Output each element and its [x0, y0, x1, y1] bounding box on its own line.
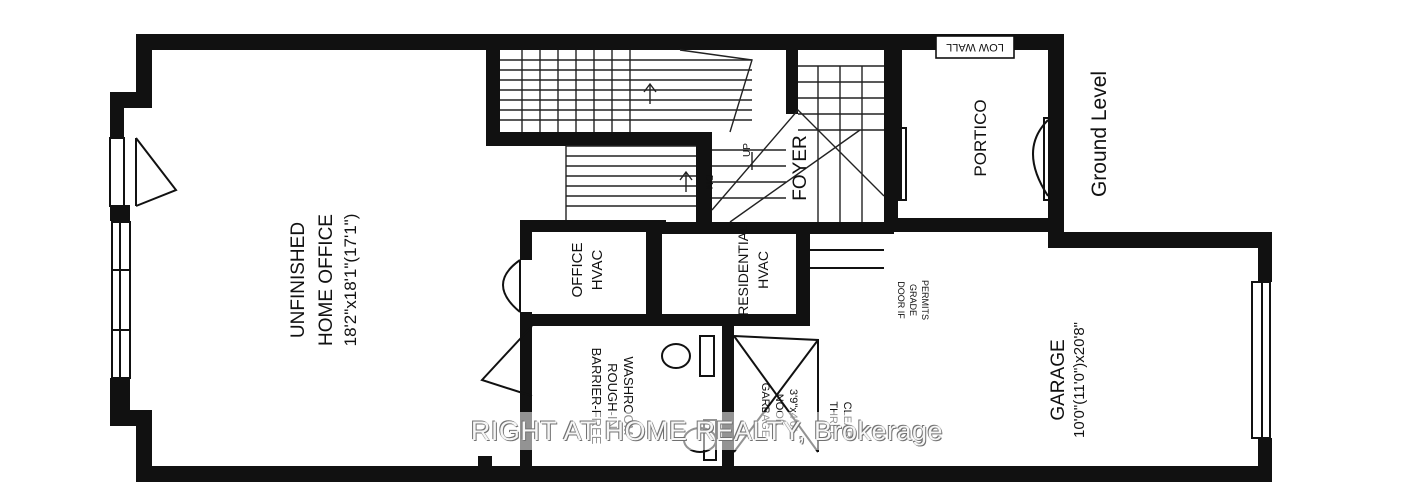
room-labels: UNFINISHED HOME OFFICE 18'2"x18'1"(17'1"… [288, 99, 1088, 444]
garage-dimensions: 10'0"(11'0")x20'8" [1071, 322, 1088, 438]
portico-label: PORTICO [971, 99, 990, 176]
windows [109, 137, 1271, 439]
stair-up-label: UP [742, 143, 753, 157]
door-note-label: DOOR IF [896, 281, 906, 319]
stair-treads [500, 49, 885, 223]
home-office-label-2: HOME OFFICE [316, 214, 337, 346]
low-wall-label: LOW WALL [946, 41, 1004, 53]
portico-door [897, 117, 1053, 201]
stair-down-label: DN [703, 175, 714, 189]
door-note-label-2: GRADE [908, 284, 918, 316]
office-hvac-label: OFFICE [569, 243, 586, 298]
residential-hvac-label-2: HVAC [755, 251, 771, 289]
brokerage-watermark: RIGHT AT HOME REALTY, Brokerage [424, 412, 990, 450]
home-office-label: UNFINISHED [288, 222, 309, 338]
garage-label: GARAGE [1048, 339, 1069, 420]
exterior-walls [110, 34, 1272, 482]
level-title: Ground Level [1088, 71, 1111, 197]
west-door [135, 137, 178, 207]
foyer-label: FOYER [790, 135, 811, 200]
office-hvac-label-2: HVAC [589, 250, 606, 291]
home-office-dimensions: 18'2"x18'1"(17'1") [341, 214, 360, 347]
stair-walls [486, 50, 1048, 232]
residential-hvac-label: RESIDENTIAL [735, 224, 751, 316]
low-wall-box [935, 35, 1015, 59]
door-note-label-3: PERMITS [920, 280, 930, 320]
